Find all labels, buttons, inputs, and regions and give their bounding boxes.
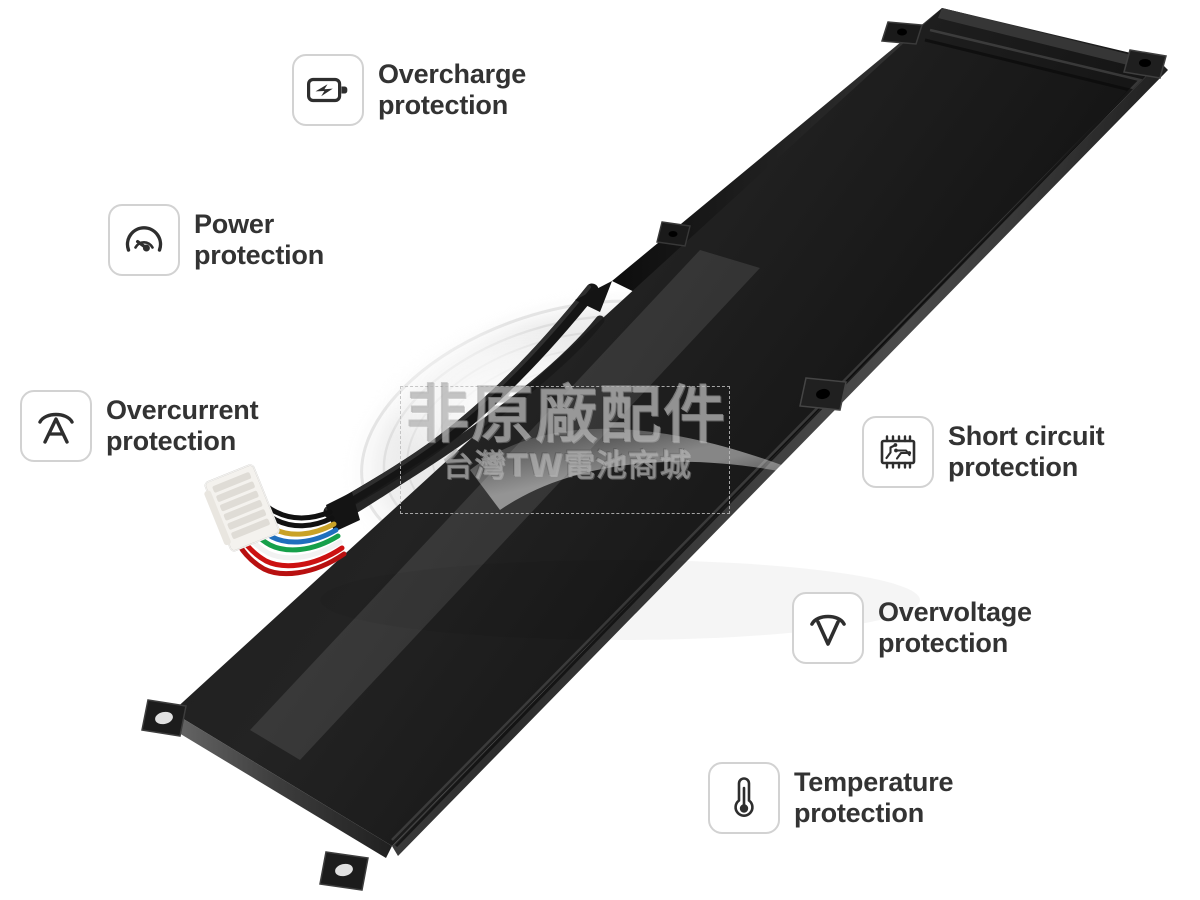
battery-right-bevel — [392, 62, 1168, 856]
surface-sheen — [470, 428, 820, 510]
feature-temperature-protection: Temperature protection — [708, 762, 954, 834]
thermometer-icon — [731, 776, 757, 820]
feature-overvoltage-protection: Overvoltage protection — [792, 592, 1032, 664]
overcharge-label: Overcharge protection — [378, 59, 527, 120]
gauge-icon — [124, 220, 164, 260]
overcharge-icon-box — [292, 54, 364, 126]
volt-arc-icon — [807, 608, 849, 648]
battery-seam-line — [391, 28, 1143, 841]
feature-overcharge-protection: Overcharge protection — [292, 54, 526, 126]
ampere-arc-icon — [35, 406, 77, 446]
battery-top-face — [172, 8, 1160, 846]
battery-top-bevel — [938, 8, 1160, 72]
battery-cable — [323, 281, 612, 525]
overvoltage-icon-box — [792, 592, 864, 664]
short-circuit-label: Short circuit protection — [948, 421, 1105, 482]
temperature-label: Temperature protection — [794, 767, 954, 828]
short-circuit-icon-box — [862, 416, 934, 488]
overcurrent-icon-box — [20, 390, 92, 462]
feature-power-protection: Power protection — [108, 204, 324, 276]
battery-connector — [204, 464, 280, 552]
feature-short-circuit-protection: Short circuit protection — [862, 416, 1105, 488]
battery-bolt-icon — [307, 75, 349, 105]
overcurrent-label: Overcurrent protection — [106, 395, 259, 456]
overvoltage-label: Overvoltage protection — [878, 597, 1032, 658]
power-label: Power protection — [194, 209, 324, 270]
feature-overcurrent-protection: Overcurrent protection — [20, 390, 259, 462]
chip-icon — [875, 434, 921, 470]
battery-front-bevel — [164, 712, 392, 858]
temperature-icon-box — [708, 762, 780, 834]
power-icon-box — [108, 204, 180, 276]
